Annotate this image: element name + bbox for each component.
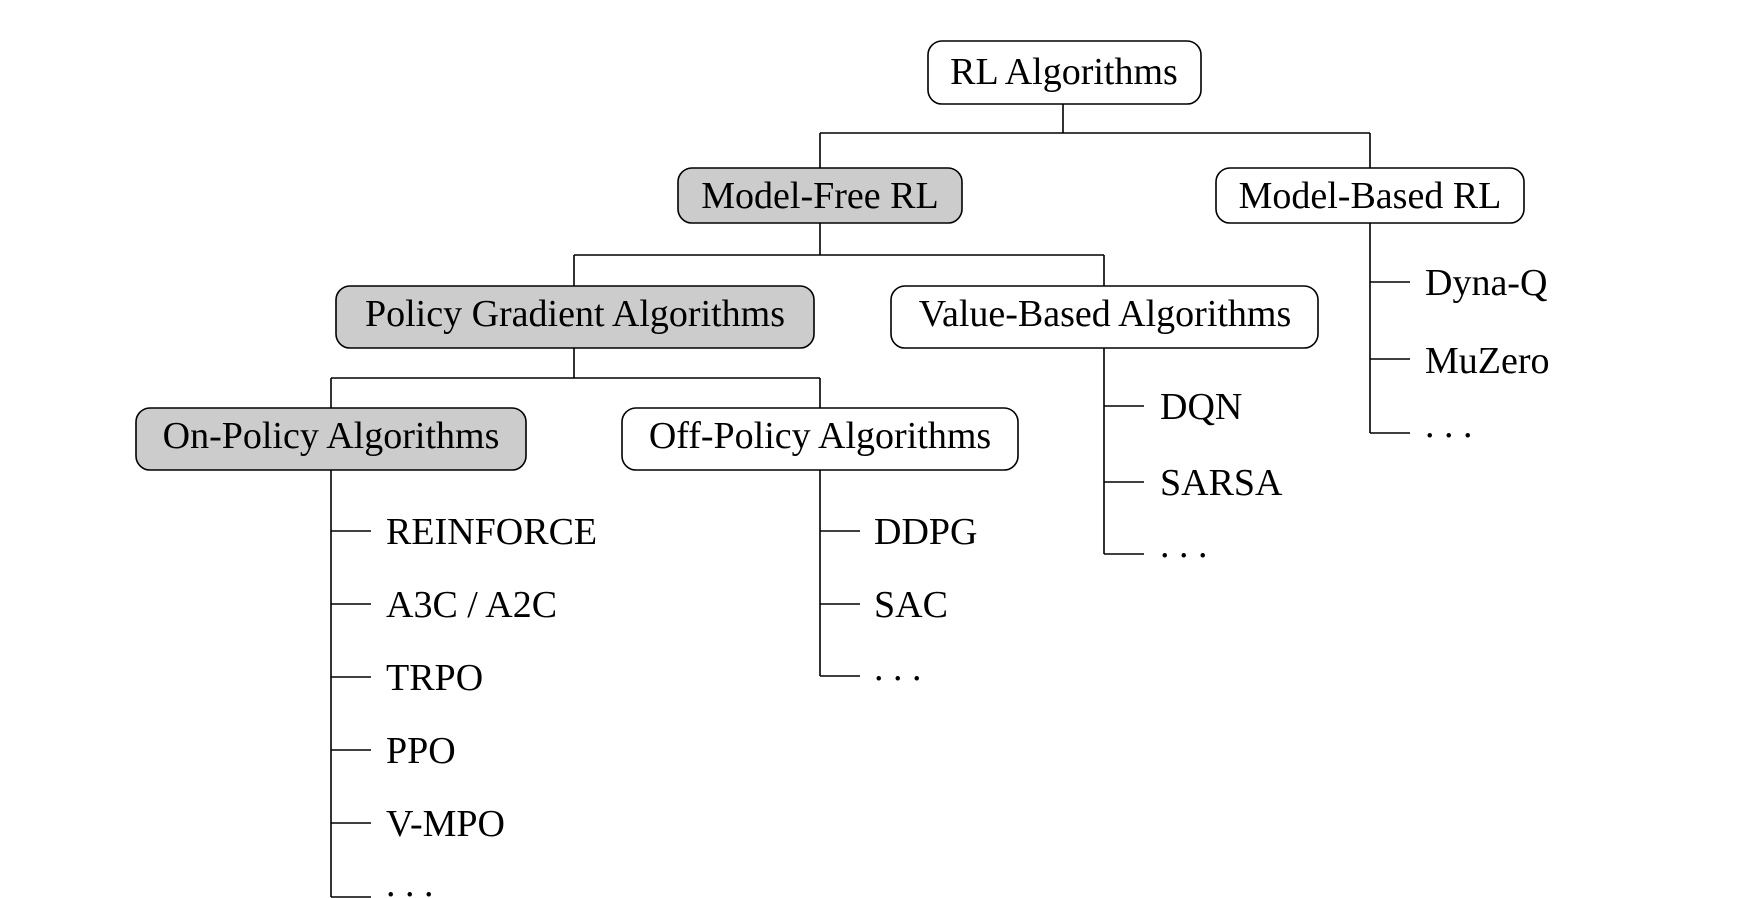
node-policy-gradient-algorithms: Policy Gradient Algorithms [335, 285, 815, 349]
leaves-model-based: Dyna-Q MuZero . . . [1425, 262, 1550, 446]
node-label: Policy Gradient Algorithms [365, 293, 785, 335]
node-label: Off-Policy Algorithms [649, 415, 991, 457]
node-off-policy-algorithms: Off-Policy Algorithms [621, 407, 1019, 471]
node-box [335, 285, 815, 349]
leaf-item: A3C / A2C [386, 584, 557, 626]
leaves-value-based: DQN SARSA . . . [1160, 386, 1283, 566]
leaf-item: SAC [874, 584, 948, 626]
connector-model-free [573, 223, 1105, 286]
node-label: Model-Free RL [701, 175, 938, 217]
connector-root [819, 104, 1371, 168]
node-box [677, 167, 963, 224]
leaf-item: Dyna-Q [1425, 262, 1547, 304]
node-label: RL Algorithms [950, 51, 1178, 93]
node-box [890, 285, 1319, 349]
node-rl-algorithms: RL Algorithms [927, 40, 1202, 105]
leaf-ellipsis: . . . [386, 863, 434, 898]
node-label: Model-Based RL [1239, 175, 1502, 217]
leaf-item: REINFORCE [386, 511, 597, 553]
leaf-item: PPO [386, 730, 456, 772]
node-value-based-algorithms: Value-Based Algorithms [890, 285, 1319, 349]
node-box [1215, 167, 1525, 224]
node-model-free-rl: Model-Free RL [677, 167, 963, 224]
connector-on-policy-leaves [330, 470, 371, 898]
node-label: On-Policy Algorithms [163, 415, 500, 457]
node-model-based-rl: Model-Based RL [1215, 167, 1525, 224]
node-box [927, 40, 1202, 105]
leaf-ellipsis: . . . [1425, 404, 1473, 446]
leaves-on-policy: REINFORCE A3C / A2C TRPO PPO V-MPO . . . [386, 511, 597, 898]
connector-policy-gradient [330, 348, 821, 408]
connector-off-policy-leaves [819, 470, 860, 677]
node-on-policy-algorithms: On-Policy Algorithms [135, 407, 527, 471]
leaf-item: DQN [1160, 386, 1242, 428]
leaf-ellipsis: . . . [874, 647, 922, 689]
connector-value-based-leaves [1103, 348, 1144, 555]
leaf-item: TRPO [386, 657, 483, 699]
leaf-item: SARSA [1160, 462, 1283, 504]
node-box [135, 407, 527, 471]
leaves-off-policy: DDPG SAC . . . [874, 511, 977, 689]
leaf-item: MuZero [1425, 340, 1550, 382]
leaf-item: DDPG [874, 511, 977, 553]
leaf-item: V-MPO [386, 803, 505, 845]
node-label: Value-Based Algorithms [919, 293, 1292, 335]
tree-connectors [330, 104, 1410, 898]
connector-model-based-leaves [1369, 223, 1410, 434]
node-box [621, 407, 1019, 471]
leaf-ellipsis: . . . [1160, 524, 1208, 566]
